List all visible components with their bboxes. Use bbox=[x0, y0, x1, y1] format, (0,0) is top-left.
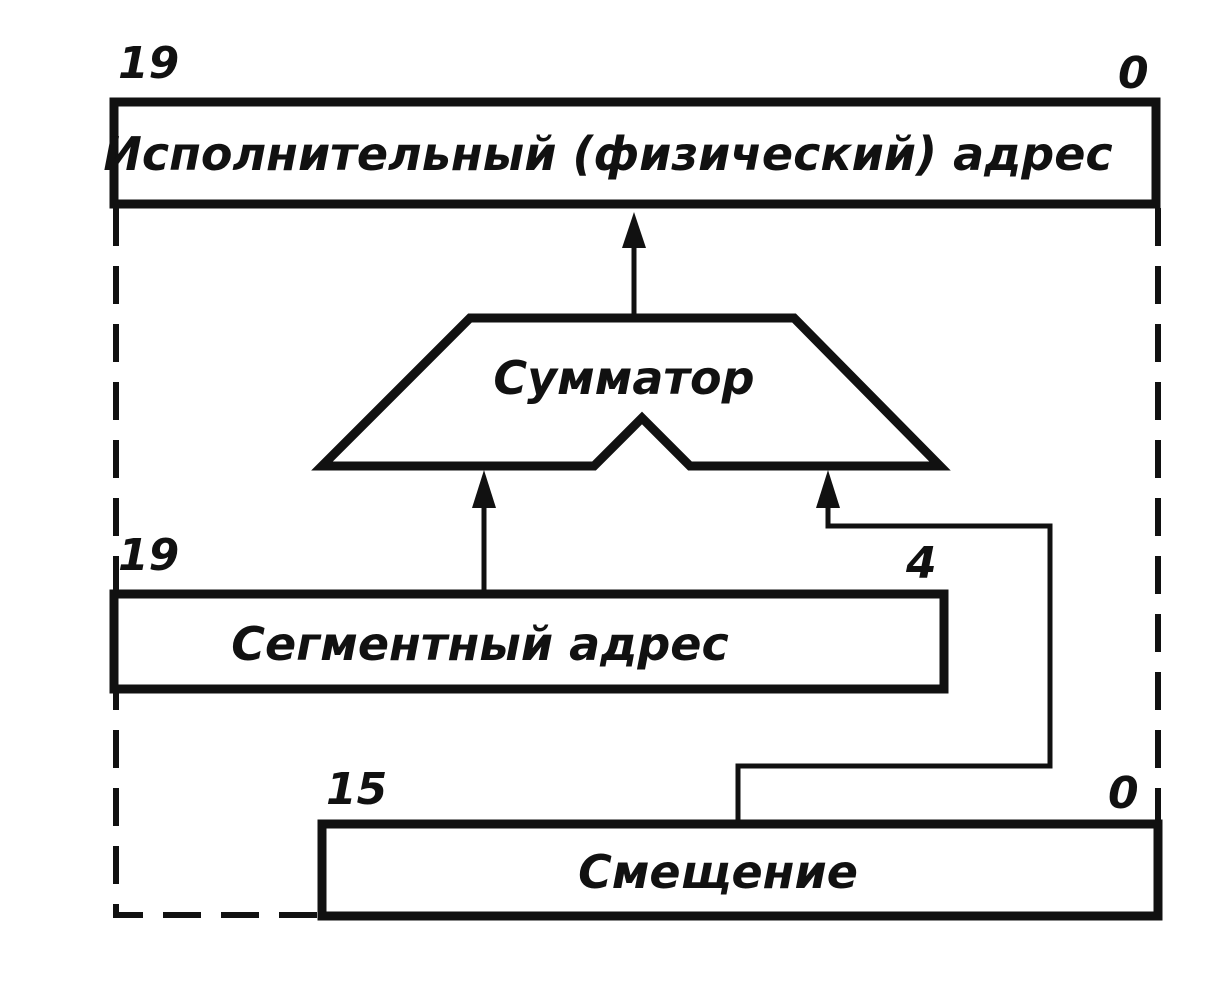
physical-address-label: Исполнительный (физический) адрес bbox=[103, 127, 1112, 181]
segment-address-bit-high: 19 bbox=[118, 530, 179, 581]
offset-label: Смещение bbox=[578, 845, 858, 899]
segment-address-bit-low: 4 bbox=[905, 538, 937, 589]
dashed-frame-left bbox=[113, 208, 318, 918]
physical-address-box bbox=[109, 97, 1161, 209]
offset-to-adder-arrow bbox=[816, 470, 840, 508]
physical-address-bit-low: 0 bbox=[1118, 48, 1149, 99]
adder-output-arrow bbox=[622, 212, 646, 248]
segment-address-box bbox=[109, 589, 949, 694]
offset-bit-low: 0 bbox=[1108, 768, 1139, 819]
offset-to-adder-line bbox=[735, 505, 1053, 822]
offset-box bbox=[317, 819, 1163, 921]
adder-label: Сумматор bbox=[493, 351, 754, 405]
physical-address-bit-high: 19 bbox=[118, 38, 179, 89]
segment-address-label: Сегментный адрес bbox=[231, 617, 728, 671]
offset-bit-high: 15 bbox=[326, 764, 387, 815]
segment-to-adder-arrow bbox=[472, 470, 496, 508]
adder-shape bbox=[311, 313, 951, 471]
